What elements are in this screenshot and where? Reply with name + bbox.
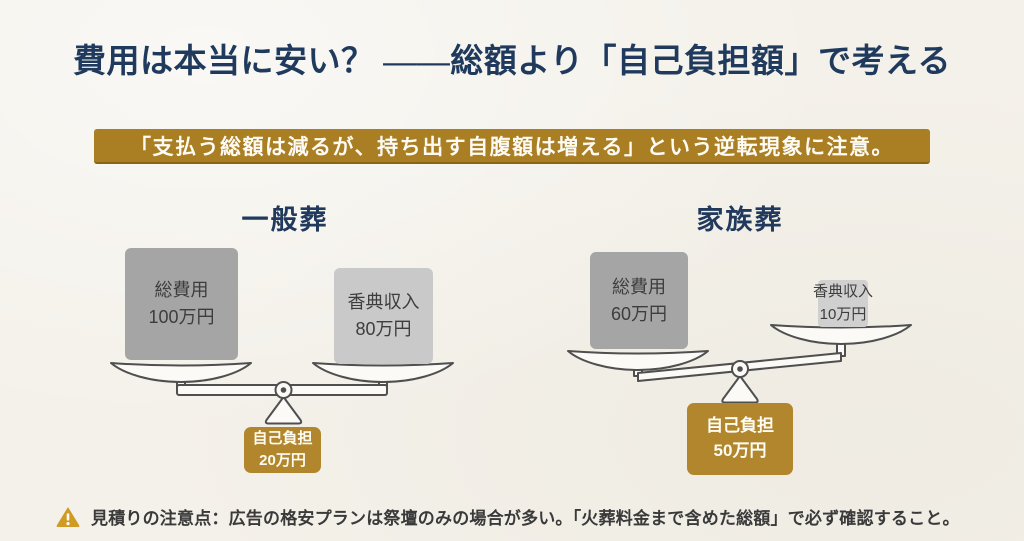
scale-fulcrum-icon bbox=[264, 396, 303, 425]
general-total-cost-value: 100万円 bbox=[148, 307, 215, 327]
family-self-pay-label: 自己負担 bbox=[706, 416, 774, 436]
scale-right-pan-icon bbox=[770, 324, 912, 345]
family-total-cost-label: 総費用 bbox=[612, 276, 666, 297]
general-self-pay-label: 自己負担 bbox=[252, 430, 313, 448]
general-condolence-income-value: 80万円 bbox=[355, 319, 412, 339]
panel-title-general-funeral: 一般葬 bbox=[241, 205, 329, 235]
scale-left-pan-icon bbox=[110, 362, 252, 383]
notice-banner: 「支払う総額は減るが、持ち出す自腹額は増える」という逆転現象に注意。 bbox=[94, 129, 930, 164]
family-total-cost-box: 総費用 60万円 bbox=[590, 252, 688, 349]
scale-pivot-dot-icon bbox=[737, 366, 743, 372]
page-title: 費用は本当に安い？ ——総額より「自己負担額」で考える bbox=[72, 44, 952, 80]
general-self-pay-box: 自己負担 20万円 bbox=[244, 427, 321, 473]
scale-fulcrum-icon bbox=[721, 375, 759, 404]
warning-icon bbox=[56, 506, 80, 527]
footer-note-text: 見積りの注意点：広告の格安プランは祭壇のみの場合が多い。「火葬料金まで含めた総額… bbox=[91, 509, 960, 528]
balance-scale-tilted-graphic bbox=[567, 324, 912, 404]
family-self-pay-value: 50万円 bbox=[713, 441, 767, 460]
footer-note: 見積りの注意点：広告の格安プランは祭壇のみの場合が多い。「火葬料金まで含めた総額… bbox=[55, 504, 1005, 529]
balance-scale-balanced-graphic bbox=[110, 362, 454, 425]
scale-pivot-dot-icon bbox=[280, 387, 287, 393]
general-condolence-income-label: 香典収入 bbox=[347, 292, 420, 312]
family-condolence-income-box: 香典収入 10万円 bbox=[813, 280, 873, 327]
general-total-cost-label: 総費用 bbox=[154, 280, 209, 300]
family-total-cost-value: 60万円 bbox=[610, 303, 668, 324]
general-total-cost-box: 総費用 100万円 bbox=[125, 248, 238, 360]
general-self-pay-value: 20万円 bbox=[259, 452, 306, 469]
family-condolence-income-label: 香典収入 bbox=[813, 283, 874, 300]
scale-right-pan-icon bbox=[312, 362, 454, 383]
general-condolence-income-box: 香典収入 80万円 bbox=[334, 268, 433, 364]
panel-title-family-funeral: 家族葬 bbox=[696, 205, 784, 235]
family-condolence-income-value: 10万円 bbox=[819, 305, 867, 323]
scale-left-pan-icon bbox=[567, 350, 709, 371]
family-self-pay-box: 自己負担 50万円 bbox=[687, 403, 793, 475]
